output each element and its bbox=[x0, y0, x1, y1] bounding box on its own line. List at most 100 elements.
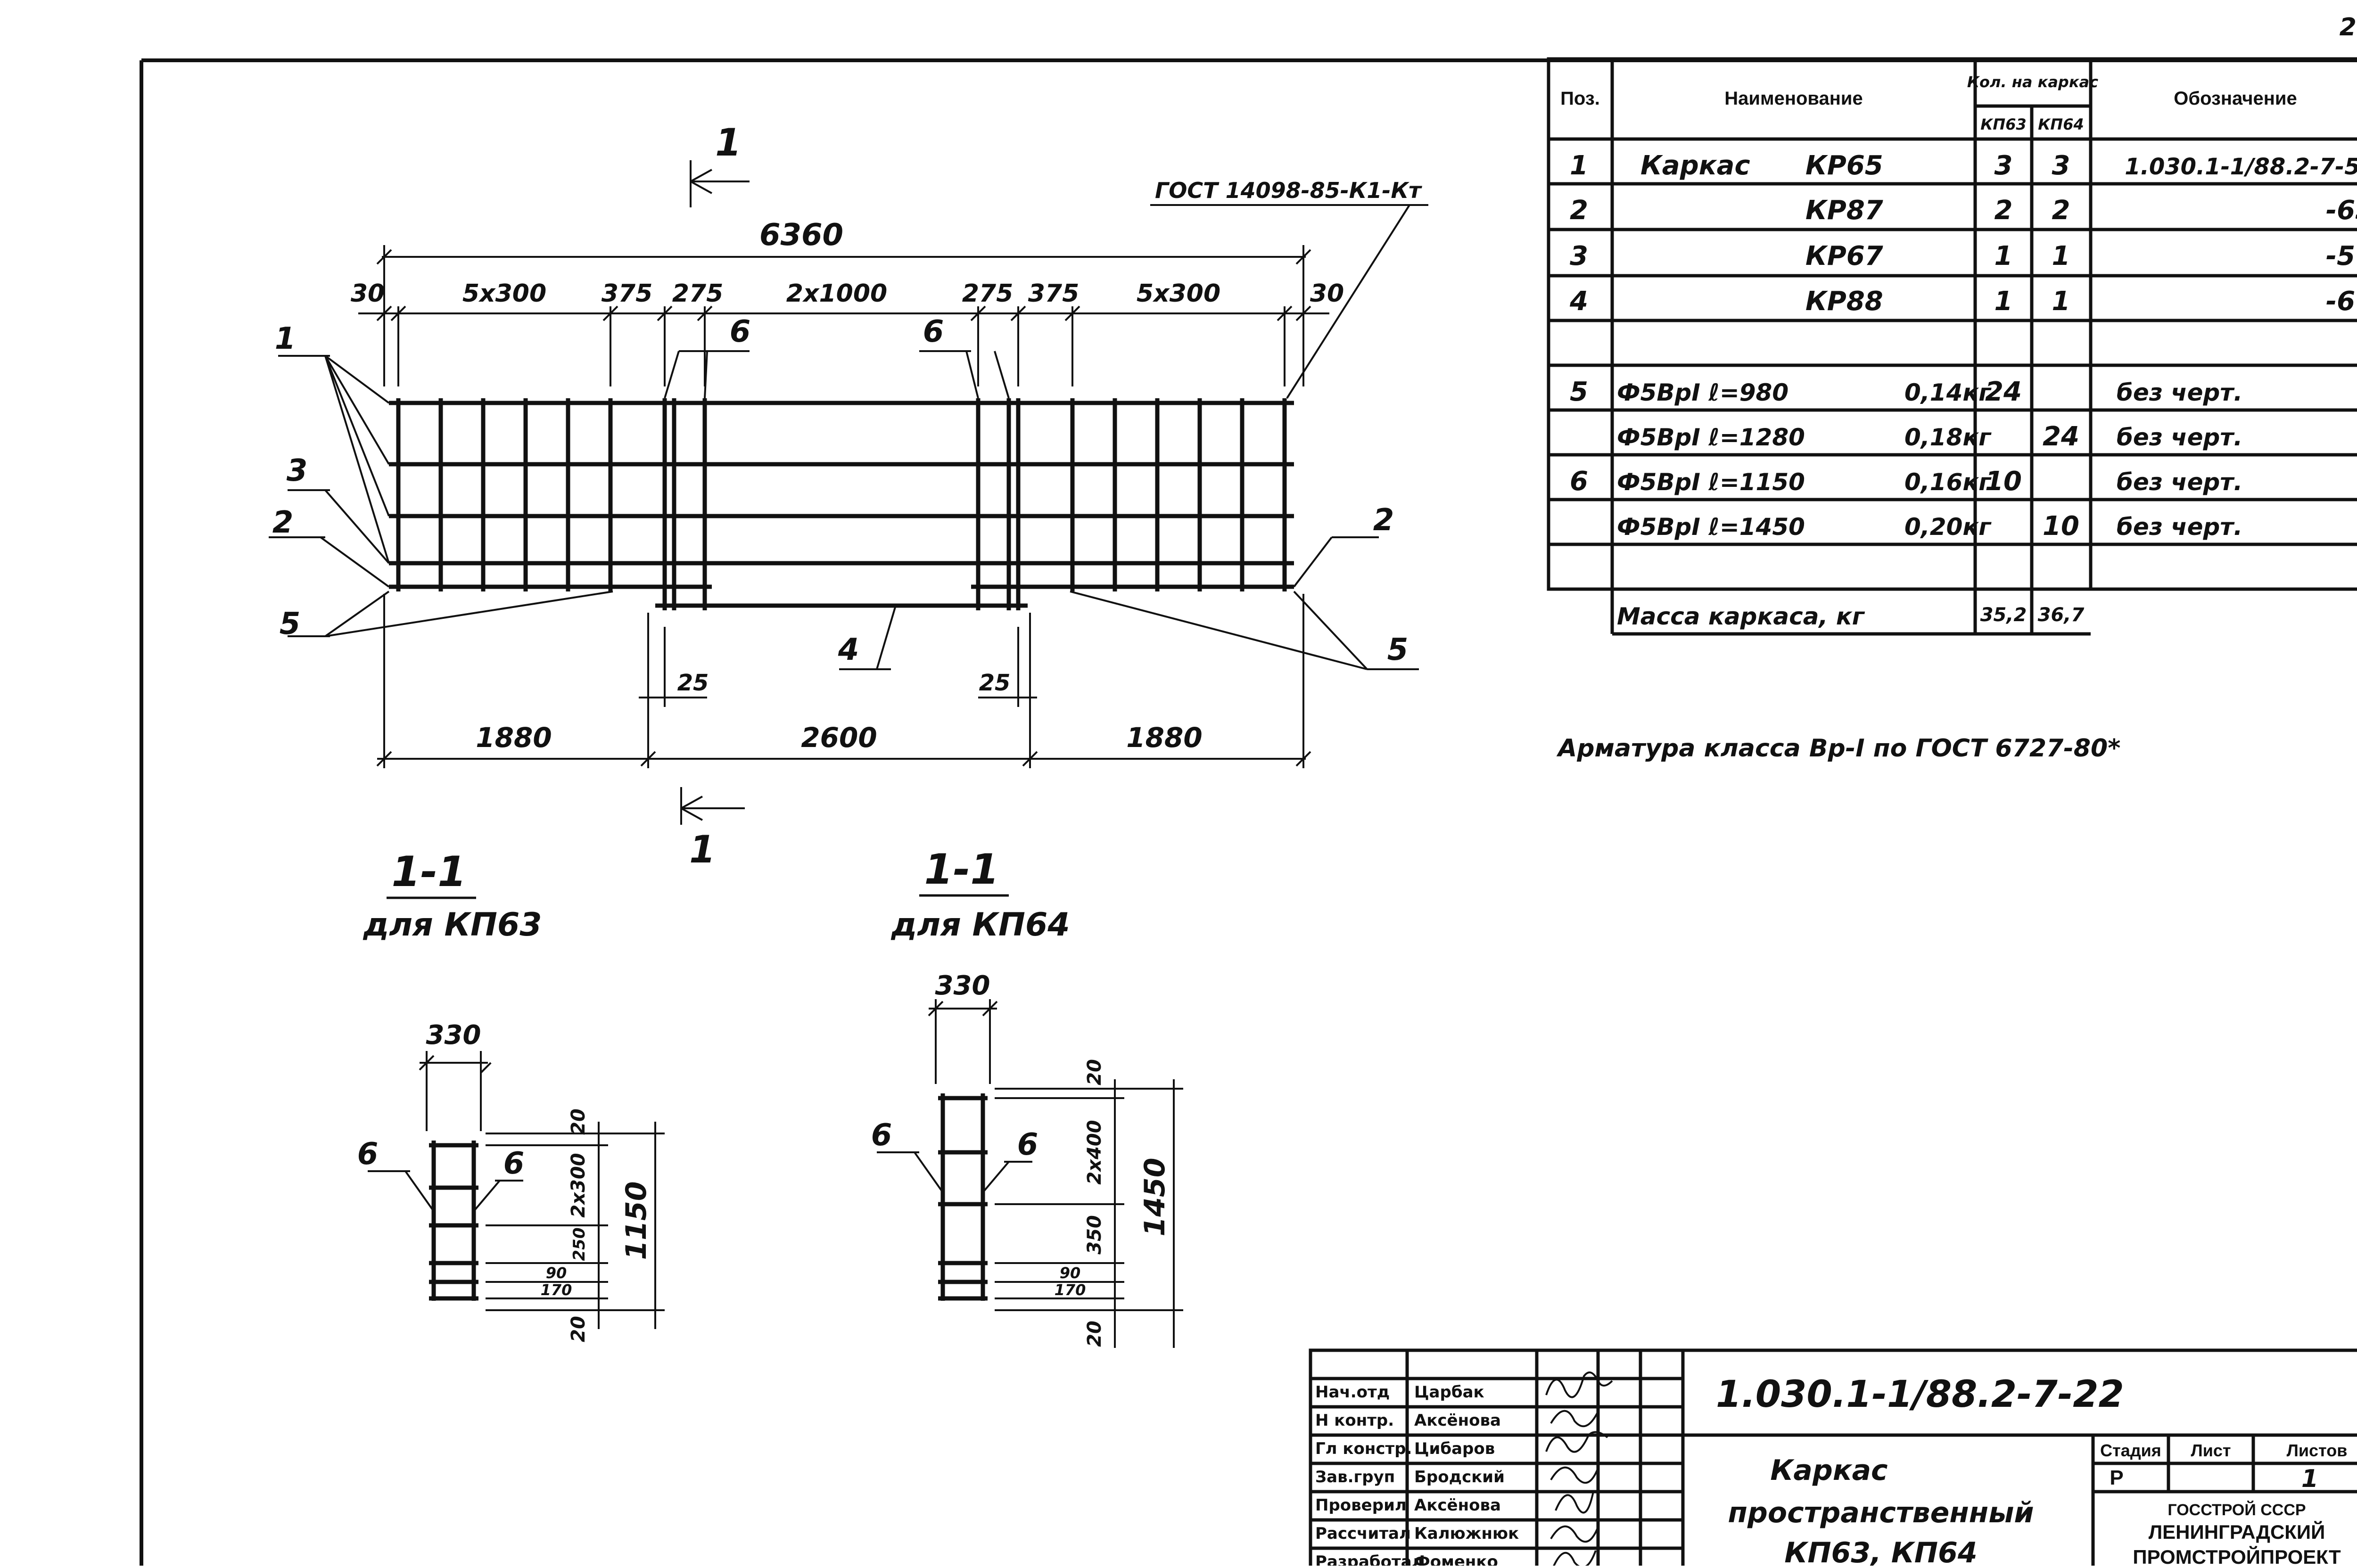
row9-q64: 10 bbox=[2043, 511, 2079, 542]
org-line-3: ПРОМСТРОЙПРОЕКТ bbox=[2133, 1545, 2341, 1566]
dim-top-0: 30 bbox=[351, 279, 385, 308]
row1-q63: 3 bbox=[1994, 150, 2013, 181]
row7-designation: без черт. bbox=[2117, 424, 2242, 451]
mass-kp63: 35,2 bbox=[1980, 604, 2027, 626]
row8-name: Ф5ВрI ℓ=1150 bbox=[1617, 468, 1805, 496]
section-kp63-subtitle: для КП63 bbox=[363, 906, 542, 944]
sig-name-4: Аксёнова bbox=[1414, 1496, 1501, 1515]
row1-pos: 1 bbox=[1570, 150, 1588, 181]
section-kp64-width: 330 bbox=[935, 970, 990, 1001]
row6-pos: 5 bbox=[1570, 377, 1588, 407]
section-kp63-v3: 90 bbox=[546, 1264, 567, 1282]
callout-6-left: 6 bbox=[730, 314, 751, 349]
sheets-header: Листов bbox=[2287, 1441, 2348, 1460]
row4-designation: -67 bbox=[2326, 286, 2357, 317]
row3-designation: -57 bbox=[2326, 241, 2357, 271]
section-kp64-v2: 350 bbox=[1084, 1215, 1105, 1255]
row2-q63: 2 bbox=[1994, 195, 2013, 226]
callout-5-right: 5 bbox=[1387, 632, 1409, 667]
section-kp63-title: 1-1 bbox=[392, 847, 467, 896]
title-line-3: КП63, КП64 bbox=[1784, 1536, 1977, 1566]
section-kp64-v4: 170 bbox=[1055, 1281, 1086, 1299]
row3-q64: 1 bbox=[2052, 241, 2070, 271]
section-kp64-callout-right: 6 bbox=[1017, 1127, 1038, 1162]
section-kp64: 1-1 для КП64 bbox=[871, 845, 1183, 1348]
row2-designation: -65 bbox=[2326, 195, 2357, 226]
row2-q64: 2 bbox=[2052, 195, 2070, 226]
callout-6-right: 6 bbox=[923, 314, 944, 349]
sig-role-0: Нач.отд bbox=[1315, 1383, 1390, 1402]
row7-q64: 24 bbox=[2043, 421, 2079, 452]
elevation-view: ГОСТ 14098-85-К1-Кт 6360 30 5x300 375 27… bbox=[269, 121, 1428, 871]
org-line-2: ЛЕНИНГРАДСКИЙ bbox=[2149, 1520, 2325, 1543]
sig-name-6: Фоменко bbox=[1414, 1552, 1498, 1566]
row9-designation: без черт. bbox=[2117, 513, 2242, 541]
doc-code: 1.030.1-1/88.2-7-22 bbox=[1716, 1373, 2124, 1416]
row6-mark: 0,14кг bbox=[1904, 379, 1992, 406]
dim-small-left: 25 bbox=[677, 670, 709, 696]
stage-header: Стадия bbox=[2100, 1441, 2161, 1460]
gost-label: ГОСТ 14098-85-К1-Кт bbox=[1155, 178, 1422, 203]
row6-q63: 24 bbox=[1985, 377, 2022, 407]
sig-role-3: Зав.груп bbox=[1315, 1468, 1395, 1486]
dim-top-4: 2x1000 bbox=[786, 279, 887, 308]
header-designation: Обозначение bbox=[2174, 88, 2297, 109]
section-mark-bottom: 1 bbox=[689, 828, 716, 871]
row4-mark: КР88 bbox=[1805, 286, 1883, 317]
dim-top-3: 275 bbox=[672, 279, 724, 308]
row3-mark: КР67 bbox=[1805, 241, 1883, 271]
dim-bottom-2: 1880 bbox=[1126, 722, 1202, 754]
row8-pos: 6 bbox=[1570, 466, 1588, 497]
sheets-value: 1 bbox=[2301, 1465, 2318, 1493]
dim-top-7: 5x300 bbox=[1137, 279, 1220, 308]
dim-bottom-0: 1880 bbox=[476, 722, 552, 754]
dim-top-1: 5x300 bbox=[462, 279, 546, 308]
callout-1: 1 bbox=[275, 321, 296, 356]
org-line-1: ГОССТРОЙ СССР bbox=[2167, 1501, 2306, 1519]
reinforcement-note: Арматура класса Вр-I по ГОСТ 6727-80* bbox=[1556, 734, 2120, 763]
row9-mark: 0,20кг bbox=[1904, 513, 1992, 541]
signature-marks bbox=[1545, 1371, 1613, 1568]
section-kp63-v5: 20 bbox=[568, 1316, 589, 1342]
callout-3: 3 bbox=[287, 453, 308, 488]
row7-mark: 0,18кг bbox=[1904, 424, 1992, 451]
section-kp64-v0: 20 bbox=[1084, 1059, 1105, 1085]
header-name: Наименование bbox=[1724, 88, 1863, 109]
section-kp64-v1: 2x400 bbox=[1084, 1120, 1105, 1184]
section-kp63-v4: 170 bbox=[541, 1281, 572, 1299]
section-kp64-height: 1450 bbox=[1138, 1158, 1171, 1237]
section-kp63-v0: 20 bbox=[568, 1108, 589, 1135]
sheet-header: Лист bbox=[2191, 1441, 2231, 1460]
dim-overall: 6360 bbox=[759, 218, 843, 253]
dim-top-5: 275 bbox=[962, 279, 1014, 308]
title-line-1: Каркас bbox=[1770, 1454, 1887, 1487]
title-block: Нач.отд Царбак Н контр. Аксёнова Гл конс… bbox=[1309, 1348, 2357, 1568]
section-kp64-v3: 90 bbox=[1060, 1264, 1081, 1282]
mass-kp64: 36,7 bbox=[2038, 604, 2085, 626]
callout-5-left: 5 bbox=[280, 607, 301, 641]
sig-role-2: Гл констр. bbox=[1315, 1439, 1412, 1458]
sig-role-1: Н контр. bbox=[1315, 1411, 1394, 1430]
row8-designation: без черт. bbox=[2117, 468, 2242, 496]
section-kp63-v1: 2x300 bbox=[568, 1153, 589, 1217]
row1-designation: 1.030.1-1/88.2-7-56 bbox=[2125, 154, 2357, 180]
row8-mark: 0,16кг bbox=[1904, 468, 1992, 496]
row2-mark: КР87 bbox=[1805, 195, 1883, 226]
title-line-2: пространственный bbox=[1728, 1496, 2034, 1529]
sig-name-2: Цибаров bbox=[1414, 1439, 1495, 1458]
row8-q63: 10 bbox=[1985, 466, 2022, 497]
section-kp64-v5: 20 bbox=[1084, 1321, 1105, 1347]
dim-bottom-1: 2600 bbox=[801, 722, 877, 754]
header-qty-kp63: КП63 bbox=[1980, 115, 2026, 133]
section-kp63: 1-1 для КП63 bbox=[357, 847, 665, 1342]
callout-2-left: 2 bbox=[272, 505, 294, 540]
row3-pos: 3 bbox=[1570, 241, 1588, 271]
spec-table: Поз. Наименование Кол. на каркас КП63 КП… bbox=[1547, 57, 2357, 636]
callout-4: 4 bbox=[838, 632, 859, 667]
sig-role-6: Разработал bbox=[1315, 1552, 1424, 1566]
sig-role-4: Проверил bbox=[1315, 1496, 1407, 1515]
sheet-number: 26 bbox=[2340, 13, 2357, 41]
section-kp63-callout-right: 6 bbox=[503, 1146, 525, 1181]
